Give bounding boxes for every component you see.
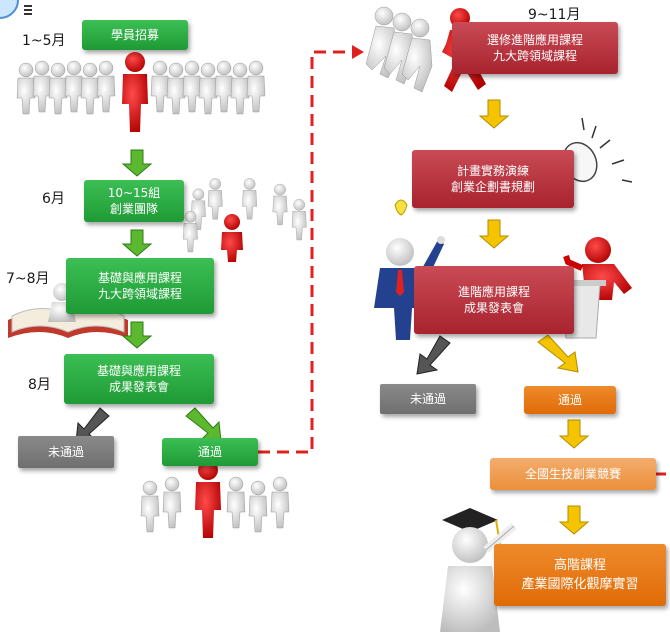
presenter-icon (374, 199, 445, 340)
month-label-courses: 7~8月 (6, 271, 50, 287)
final-stage-line2: 產業國際化觀摩實習 (521, 577, 639, 592)
result-pass-right-label: 通過 (557, 393, 582, 407)
flow-connector-dashed (258, 45, 670, 476)
result-fail-right-label: 未通過 (409, 392, 446, 406)
step-recruit-label: 學員招募 (110, 28, 159, 42)
running-people-icon (365, 6, 433, 93)
step-business-plan-box: 計畫實務演練 創業企劃書規劃 (412, 150, 574, 208)
step-basic-presentation-line1: 基礎與應用課程 (96, 364, 181, 378)
step-advanced-presentation-line1: 進階應用課程 (457, 285, 530, 299)
result-pass-left: 通過 (162, 438, 258, 466)
team-leader-red-icon (195, 460, 221, 538)
flow-arrows-right (416, 99, 590, 535)
month-label-recruit: 1~5月 (22, 33, 66, 49)
step-advanced-presentation-line2: 成果發表會 (463, 301, 524, 315)
step-team-box: 10~15組 創業團隊 (84, 180, 184, 222)
step-advanced-presentation-box: 進階應用課程 成果發表會 (414, 266, 574, 334)
step-recruit-box: 學員招募 (82, 20, 188, 50)
result-pass-right: 通過 (524, 386, 616, 414)
month-label-team: 6月 (42, 191, 65, 207)
corner-swirl-icon (0, 0, 32, 19)
result-pass-left-label: 通過 (197, 445, 222, 459)
national-contest-box: 全國生技創業競賽 (490, 458, 656, 490)
month-label-advanced: 9~11月 (528, 7, 581, 23)
step-advanced-courses-box: 選修進階應用課程 九大跨領域課程 (452, 22, 618, 74)
step-basic-courses-box: 基礎與應用課程 九大跨領域課程 (66, 258, 214, 314)
final-stage-line1: 高階課程 (553, 558, 606, 573)
month-label-presentation: 8月 (28, 377, 51, 393)
step-basic-courses-line1: 基礎與應用課程 (97, 271, 182, 285)
step-team-line2: 創業團隊 (109, 202, 158, 216)
book-reader-icon (8, 283, 128, 338)
step-basic-courses-line2: 九大跨領域課程 (97, 287, 182, 301)
leader-red-icon (122, 52, 148, 132)
step-business-plan-line1: 計畫實務演練 (456, 164, 529, 178)
team-red-member-icon (221, 214, 243, 262)
result-fail-left: 未通過 (18, 436, 114, 468)
step-advanced-courses-line1: 選修進階應用課程 (486, 33, 583, 47)
final-stage-box: 高階課程 產業國際化觀摩實習 (494, 544, 666, 606)
team-circle-icon (182, 178, 307, 253)
step-business-plan-line2: 創業企劃書規劃 (450, 180, 535, 194)
graduate-icon (440, 508, 517, 632)
step-basic-presentation-box: 基礎與應用課程 成果發表會 (64, 354, 214, 404)
result-fail-left-label: 未通過 (47, 445, 84, 459)
step-advanced-courses-line2: 九大跨領域課程 (492, 49, 577, 63)
step-team-line1: 10~15組 (107, 186, 161, 200)
result-fail-right: 未通過 (380, 384, 476, 414)
national-contest-label: 全國生技創業競賽 (524, 467, 621, 481)
step-basic-presentation-line2: 成果發表會 (108, 380, 169, 394)
